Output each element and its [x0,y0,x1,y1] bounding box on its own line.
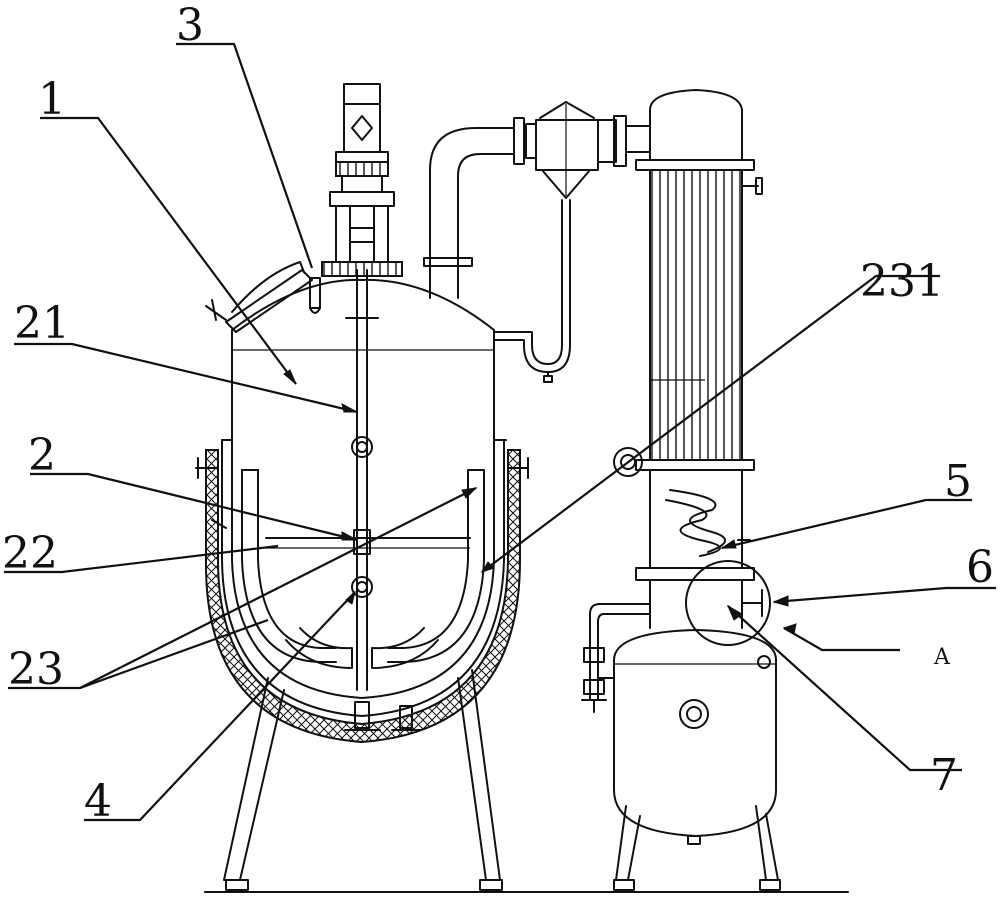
internal-coils [241,469,485,663]
label-7: 7 [930,750,958,801]
leader-lines [4,42,996,822]
label-6: 6 [966,542,994,593]
detail-circle-a [685,560,771,646]
label-23: 23 [8,644,64,695]
manhole-cover [205,261,321,333]
label-22: 22 [2,528,58,579]
label-3: 3 [176,0,204,51]
reactor-legs [223,669,503,891]
side-valve-pipe [581,603,651,713]
receiver-tank [613,629,781,891]
jacket-nozzles [195,457,529,529]
leader-arrowheads [283,369,797,635]
label-5: 5 [944,456,972,507]
heating-jacket [204,439,521,744]
reactor-vessel [231,278,495,699]
agitator-motor [321,83,403,277]
label-21: 21 [14,298,70,349]
condenser-column [613,89,771,646]
label-a: A [933,645,951,670]
label-231: 231 [860,256,944,307]
label-2: 2 [28,430,56,481]
label-4: 4 [84,776,112,827]
label-1: 1 [38,74,66,125]
separator [493,101,651,383]
bottom-outlets [344,701,421,731]
vapor-pipe [423,117,537,299]
agitator-shaft [265,269,471,691]
